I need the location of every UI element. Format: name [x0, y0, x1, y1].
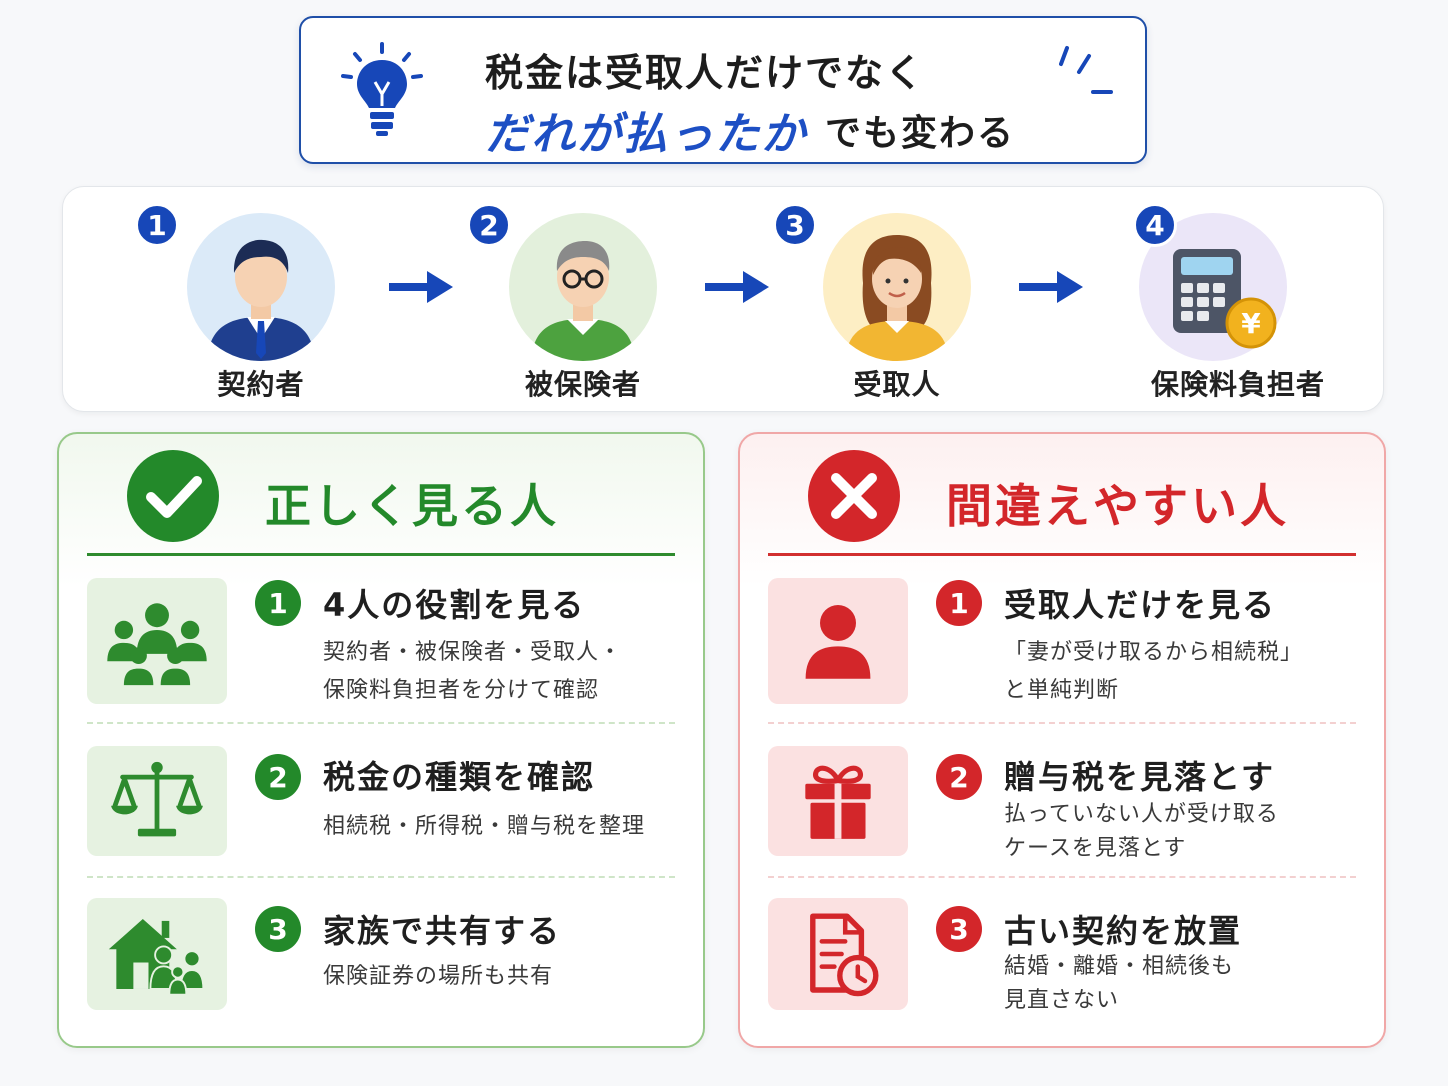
role-number: 3	[773, 203, 817, 247]
item-description: 保険証券の場所も共有	[323, 964, 554, 989]
arrow-right-icon	[389, 271, 453, 303]
item-number: 1	[255, 580, 301, 626]
header-banner: 税金は受取人だけでなく だれが払ったかでも変わる	[299, 16, 1147, 164]
lightbulb-icon	[341, 42, 423, 136]
item-title: 贈与税を見落とす	[1004, 758, 1276, 796]
document-clock-icon	[768, 898, 908, 1010]
bad-item-1: 1 受取人だけを見る 「妻が受け取るから相続税」 と単純判断	[768, 574, 1356, 724]
item-number: 1	[936, 580, 982, 626]
family-home-icon	[87, 898, 227, 1010]
good-item-3: 3 家族で共有する 保険証券の場所も共有	[87, 898, 675, 1012]
role-number: 1	[135, 203, 179, 247]
item-number: 2	[936, 754, 982, 800]
role-label: 契約者	[217, 368, 305, 401]
arrow-right-icon	[705, 271, 769, 303]
header-line1: 税金は受取人だけでなく	[485, 51, 926, 95]
role-label: 保険料負担者	[1150, 368, 1325, 401]
header-highlight: だれが払ったか	[477, 98, 815, 162]
role-number: 2	[467, 203, 511, 247]
gift-icon	[768, 746, 908, 856]
svg-text:¥: ¥	[1241, 307, 1261, 340]
header-rest: でも変わる	[825, 113, 1016, 154]
panel-title: 間違えやすい人	[946, 479, 1289, 533]
scales-icon	[87, 746, 227, 856]
group-icon	[87, 578, 227, 704]
item-description: 払っていない人が受け取る ケースを見落とす	[1004, 802, 1279, 861]
mistake-panel: 間違えやすい人 1 受取人だけを見る 「妻が受け取るから相続税」 と単純判断	[738, 432, 1386, 1048]
header-line2: だれが払ったかでも変わる	[477, 98, 1016, 160]
item-title: 古い契約を放置	[1004, 912, 1243, 950]
cross-circle-icon	[808, 450, 900, 542]
item-title: 4人の役割を見る	[323, 586, 586, 624]
role-insured: 2 被保険者	[467, 203, 693, 403]
person-icon	[768, 578, 908, 704]
roles-flow: 1 契約者 2 被保険者	[62, 186, 1384, 412]
role-label: 被保険者	[524, 368, 641, 401]
good-item-2: 2 税金の種類を確認 相続税・所得税・贈与税を整理	[87, 744, 675, 878]
item-description: 結婚・離婚・相続後も 見直さない	[1004, 954, 1235, 1013]
good-item-1: 1 4人の役割を見る 契約者・被保険者・受取人・ 保険料負担者を分けて確認	[87, 574, 675, 724]
calculator-yen-icon: ¥	[1139, 213, 1287, 361]
item-number: 2	[255, 754, 301, 800]
correct-view-panel: 正しく見る人 1 4人の役割を見る 契約者・被保険者・受取人・ 保険料負担者を分…	[57, 432, 705, 1048]
item-title: 家族で共有する	[323, 912, 562, 950]
role-premium-payer: ¥ 4 保険料負担者	[1103, 203, 1324, 403]
spark-lines-icon	[1059, 46, 1113, 94]
bad-item-3: 3 古い契約を放置 結婚・離婚・相続後も 見直さない	[768, 898, 1356, 1013]
arrow-right-icon	[1019, 271, 1083, 303]
item-title: 税金の種類を確認	[323, 758, 596, 796]
woman-icon	[823, 213, 971, 361]
item-description: 相続税・所得税・贈与税を整理	[323, 814, 646, 839]
bad-item-2: 2 贈与税を見落とす 払っていない人が受け取る ケースを見落とす	[768, 744, 1356, 878]
role-contractor: 1 契約者	[135, 203, 371, 403]
item-description: 「妻が受け取るから相続税」 と単純判断	[1004, 640, 1304, 703]
panel-header: 間違えやすい人	[768, 446, 1356, 556]
elderly-man-icon	[509, 213, 657, 361]
item-number: 3	[255, 906, 301, 952]
role-label: 受取人	[853, 368, 941, 401]
role-number: 4	[1133, 203, 1177, 247]
businessman-icon	[187, 213, 335, 361]
item-title: 受取人だけを見る	[1004, 586, 1277, 624]
panel-title: 正しく見る人	[265, 479, 559, 533]
panel-header: 正しく見る人	[87, 446, 675, 556]
item-description: 契約者・被保険者・受取人・ 保険料負担者を分けて確認	[323, 640, 623, 703]
item-number: 3	[936, 906, 982, 952]
check-circle-icon	[127, 450, 219, 542]
role-beneficiary: 3 受取人	[773, 203, 1007, 403]
